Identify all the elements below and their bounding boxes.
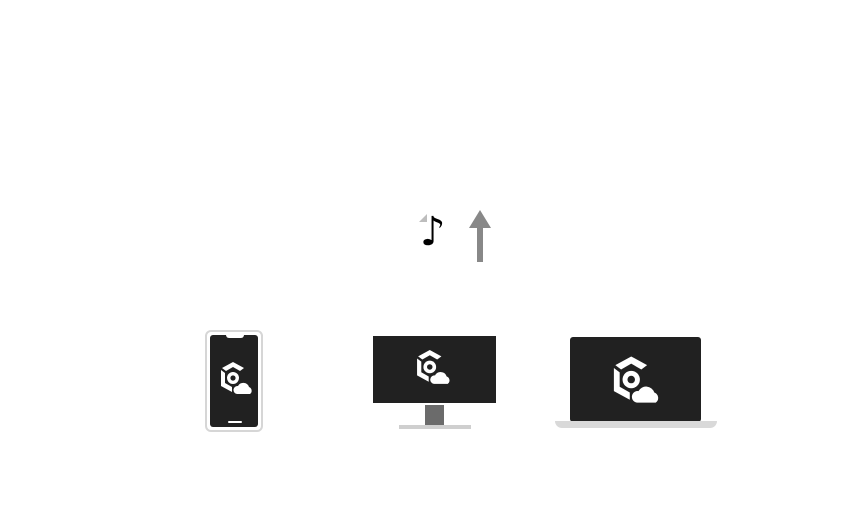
music-note-icon: ♪: [420, 209, 446, 255]
upload-arrow-icon: [469, 210, 491, 262]
cube-cloud-logo-icon: [417, 350, 450, 384]
monitor-stand-neck: [425, 405, 444, 425]
file-placeholder-icon: [419, 214, 427, 222]
phone-screen: [210, 335, 258, 427]
laptop-screen: [570, 337, 701, 422]
phone-home-indicator: [228, 421, 242, 423]
cube-cloud-logo-icon: [613, 356, 659, 403]
monitor-screen: [373, 336, 496, 403]
cube-cloud-logo-icon: [221, 362, 252, 394]
laptop-base: [555, 421, 717, 428]
phone-device: [205, 330, 263, 432]
phone-notch: [226, 335, 244, 338]
monitor-stand-base: [399, 425, 471, 429]
